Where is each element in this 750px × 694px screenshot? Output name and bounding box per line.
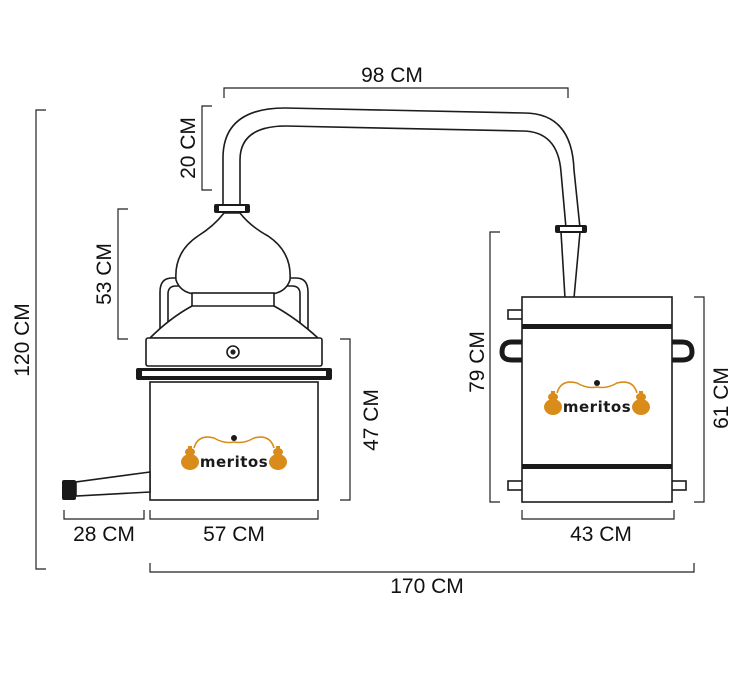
dimension-boiler-width: 57 CM [149, 510, 319, 546]
meritos-logo-boiler: meritos [181, 435, 287, 471]
dimension-condenser-width: 43 CM [521, 510, 675, 546]
condenser-handle-left [499, 339, 524, 363]
dimension-condenser-tank-height-label: 61 CM [710, 367, 733, 429]
outlet-tap [62, 480, 76, 500]
dimension-boiler-width-label: 57 CM [203, 523, 265, 546]
dimension-outlet-length-label: 28 CM [73, 523, 135, 546]
condenser-handle-right [670, 339, 695, 363]
dimension-total-height-label: 120 CM [11, 303, 34, 377]
dimension-pipe-height-label: 20 CM [177, 117, 200, 179]
dimension-boiler-height-label: 47 CM [360, 389, 383, 451]
meritos-logo-condenser: meritos [544, 380, 650, 416]
dimension-total-height: 120 CM [11, 109, 46, 570]
dimension-outlet-length: 28 CM [63, 510, 145, 546]
boiler [62, 337, 332, 501]
dimension-total-width: 170 CM [149, 563, 695, 598]
dimension-boiler-height: 47 CM [340, 338, 383, 501]
dimension-pipe-height: 20 CM [177, 105, 212, 191]
dimension-dome-height: 53 CM [93, 208, 128, 340]
dimension-condenser-total-height-label: 79 CM [466, 331, 489, 393]
dimension-pipe-length-label: 98 CM [361, 64, 423, 87]
dimension-pipe-length: 98 CM [223, 64, 569, 98]
dimension-condenser-total-height: 79 CM [466, 231, 500, 503]
logo-wordmark-boiler: meritos [200, 453, 268, 471]
condenser [499, 296, 695, 503]
swan-neck-pipe [222, 107, 581, 299]
still-dome [148, 212, 321, 341]
dimension-dome-height-label: 53 CM [93, 243, 116, 305]
dimension-condenser-tank-height: 61 CM [694, 296, 733, 503]
dimension-condenser-width-label: 43 CM [570, 523, 632, 546]
dimension-total-width-label: 170 CM [390, 575, 464, 598]
logo-wordmark-condenser: meritos [563, 398, 631, 416]
